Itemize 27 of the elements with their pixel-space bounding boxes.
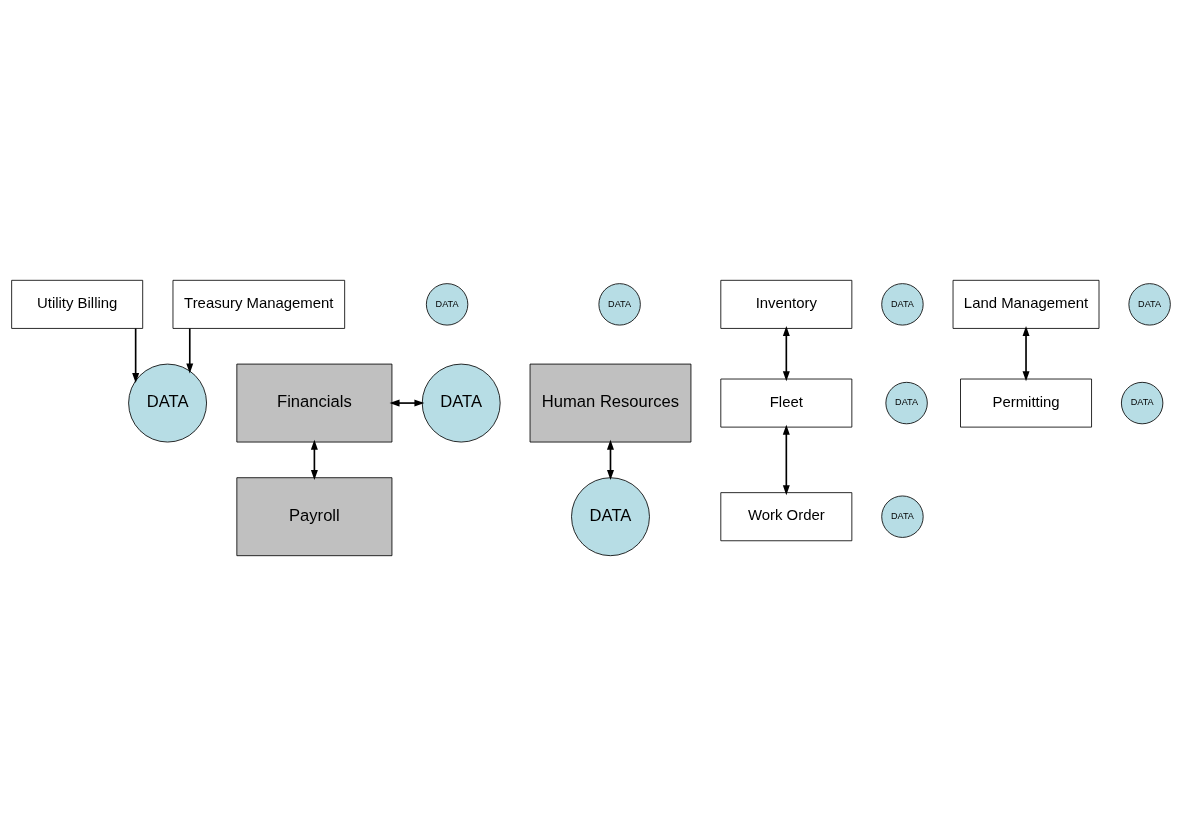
arrow xyxy=(607,439,614,481)
node-box: Fleet xyxy=(720,378,853,428)
node-box: Work Order xyxy=(720,492,853,542)
node-box: Inventory xyxy=(720,279,853,329)
node-circle: DATA xyxy=(1121,381,1164,425)
arrow xyxy=(782,326,790,382)
arrow xyxy=(132,327,140,384)
node-box: Financials xyxy=(236,363,393,443)
node-circle: DATA xyxy=(1128,283,1171,326)
node-circle: DATA xyxy=(598,283,641,326)
arrow xyxy=(186,327,194,374)
node-circle: DATA xyxy=(885,381,928,425)
arrow xyxy=(389,399,425,407)
node-box: Human Resources xyxy=(529,363,692,443)
arrow xyxy=(1022,326,1030,382)
node-box: Payroll xyxy=(236,477,393,557)
node-circle: DATA xyxy=(571,477,650,557)
node-box: Treasury Management xyxy=(172,279,346,329)
arrow xyxy=(310,439,318,481)
node-circle: DATA xyxy=(421,363,501,443)
node-box: Utility Billing xyxy=(11,279,144,329)
node-box: Permitting xyxy=(960,378,1092,428)
node-box: Land Management xyxy=(952,279,1100,329)
arrow xyxy=(782,424,790,496)
node-circle: DATA xyxy=(881,283,924,326)
node-circle: DATA xyxy=(425,283,469,326)
node-circle: DATA xyxy=(881,495,924,538)
